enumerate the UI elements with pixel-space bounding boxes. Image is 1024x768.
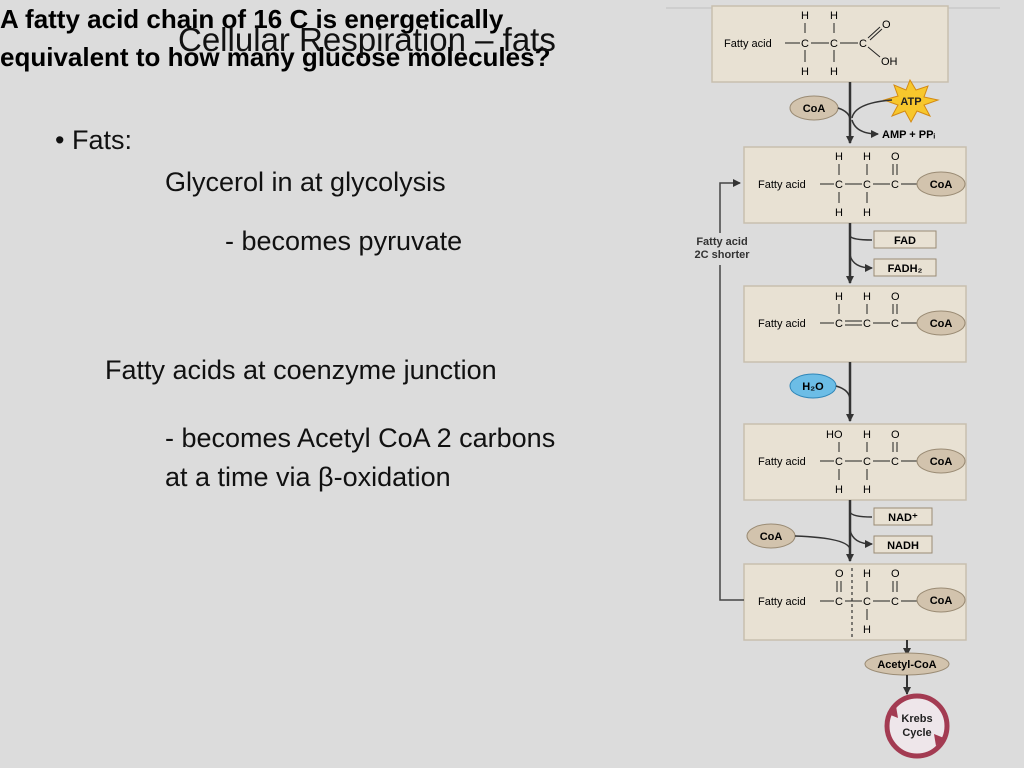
svg-text:H₂O: H₂O [802, 381, 824, 393]
coa-tag-4: CoA [916, 448, 966, 474]
svg-text:Krebs: Krebs [901, 713, 932, 725]
svg-text:Fatty acid: Fatty acid [758, 596, 806, 608]
text-acetyl-2: at a time via β-oxidation [165, 462, 451, 492]
h2o-input: H₂O [789, 373, 837, 399]
acetyl-coa-oval: Acetyl-CoA [864, 652, 950, 676]
svg-text:ATP: ATP [900, 96, 921, 108]
svg-text:H: H [835, 291, 843, 303]
fad-box: FAD [873, 230, 937, 249]
svg-text:H: H [863, 291, 871, 303]
atp-burst: ATP [882, 78, 940, 124]
nadh-box: NADH [873, 535, 933, 554]
svg-text:NADH: NADH [887, 540, 919, 552]
svg-text:H: H [863, 568, 871, 580]
svg-text:C: C [801, 38, 809, 50]
svg-text:C: C [891, 596, 899, 608]
svg-text:CoA: CoA [803, 103, 826, 115]
svg-text:H: H [830, 66, 838, 78]
svg-text:C: C [891, 179, 899, 191]
molecule-fatty-acid: Fatty acid C C C H H H H O OH [711, 5, 949, 83]
coa-tag-5: CoA [916, 587, 966, 613]
svg-text:HO: HO [826, 429, 843, 441]
svg-text:C: C [863, 179, 871, 191]
recycle-label-bg [686, 233, 758, 265]
svg-text:FADH₂: FADH₂ [888, 263, 923, 275]
svg-text:C: C [835, 596, 843, 608]
question-line-1: A fatty acid chain of 16 C is energetica… [0, 4, 504, 34]
text-glycerol: Glycerol in at glycolysis [165, 167, 446, 197]
svg-text:H: H [863, 207, 871, 219]
label-2c-shorter: 2C shorter [694, 249, 750, 261]
text-fatty-acids: Fatty acids at coenzyme junction [105, 355, 497, 385]
svg-text:C: C [863, 456, 871, 468]
nadh-curve [849, 529, 873, 548]
svg-text:CoA: CoA [760, 531, 783, 543]
svg-text:C: C [859, 38, 867, 50]
krebs-cycle-icon: Krebs Cycle [884, 693, 950, 759]
svg-text:O: O [882, 19, 891, 31]
svg-text:CoA: CoA [930, 456, 953, 468]
label-fatty-acid-shorter: Fatty acid [696, 236, 747, 248]
atp-curve [851, 99, 893, 119]
coa-curve-in-2 [794, 535, 851, 551]
svg-text:Fatty acid: Fatty acid [758, 179, 806, 191]
svg-text:C: C [863, 318, 871, 330]
svg-text:Fatty acid: Fatty acid [758, 456, 806, 468]
svg-text:H: H [830, 10, 838, 22]
svg-text:C: C [891, 318, 899, 330]
coa-input-1: CoA [789, 95, 839, 121]
svg-text:H: H [835, 151, 843, 163]
coa-tag-3: CoA [916, 310, 966, 336]
coa-curve-in [837, 107, 851, 121]
svg-text:CoA: CoA [930, 318, 953, 330]
amp-curve [851, 119, 879, 138]
recycle-loop [719, 179, 744, 601]
svg-text:H: H [801, 66, 809, 78]
fadh2-box: FADH₂ [873, 258, 937, 277]
beta-oxidation-diagram: Fatty acid C C C H H H H O OH CoA ATP AM… [666, 5, 1000, 759]
question-line-2: equivalent to how many glucose molecules… [0, 42, 551, 72]
svg-text:Fatty acid: Fatty acid [758, 318, 806, 330]
svg-text:CoA: CoA [930, 179, 953, 191]
svg-text:CoA: CoA [930, 595, 953, 607]
svg-text:C: C [835, 318, 843, 330]
nad-box: NAD⁺ [873, 507, 933, 526]
fad-curve [849, 235, 873, 241]
svg-text:NAD⁺: NAD⁺ [888, 512, 918, 524]
label-fatty-acid-1: Fatty acid [724, 38, 772, 50]
svg-text:C: C [835, 179, 843, 191]
svg-text:Acetyl-CoA: Acetyl-CoA [877, 659, 936, 671]
coa-tag-2: CoA [916, 171, 966, 197]
svg-text:OH: OH [881, 56, 898, 68]
svg-text:C: C [863, 596, 871, 608]
svg-text:C: C [891, 456, 899, 468]
coa-input-2: CoA [746, 523, 796, 549]
svg-text:O: O [891, 151, 900, 163]
h2o-curve [835, 385, 851, 401]
svg-text:C: C [835, 456, 843, 468]
fadh2-curve [849, 254, 873, 272]
svg-text:H: H [863, 624, 871, 636]
bullet-fats: • Fats: [55, 125, 132, 155]
svg-text:C: C [830, 38, 838, 50]
svg-text:FAD: FAD [894, 235, 916, 247]
svg-text:O: O [891, 568, 900, 580]
nad-curve [849, 511, 873, 518]
svg-text:O: O [891, 291, 900, 303]
svg-text:H: H [835, 484, 843, 496]
svg-text:H: H [835, 207, 843, 219]
svg-text:H: H [863, 484, 871, 496]
svg-text:O: O [835, 568, 844, 580]
text-acetyl-1: - becomes Acetyl CoA 2 carbons [165, 423, 556, 453]
svg-text:H: H [801, 10, 809, 22]
amp-ppi-label: AMP + PPᵢ [882, 129, 935, 141]
svg-text:O: O [891, 429, 900, 441]
question-text: A fatty acid chain of 16 C is energetica… [0, 0, 1024, 76]
slide-title: Cellular Respiration – fats [178, 21, 556, 58]
svg-text:H: H [863, 429, 871, 441]
text-pyruvate: - becomes pyruvate [225, 226, 463, 256]
svg-text:H: H [863, 151, 871, 163]
svg-text:Cycle: Cycle [902, 727, 931, 739]
